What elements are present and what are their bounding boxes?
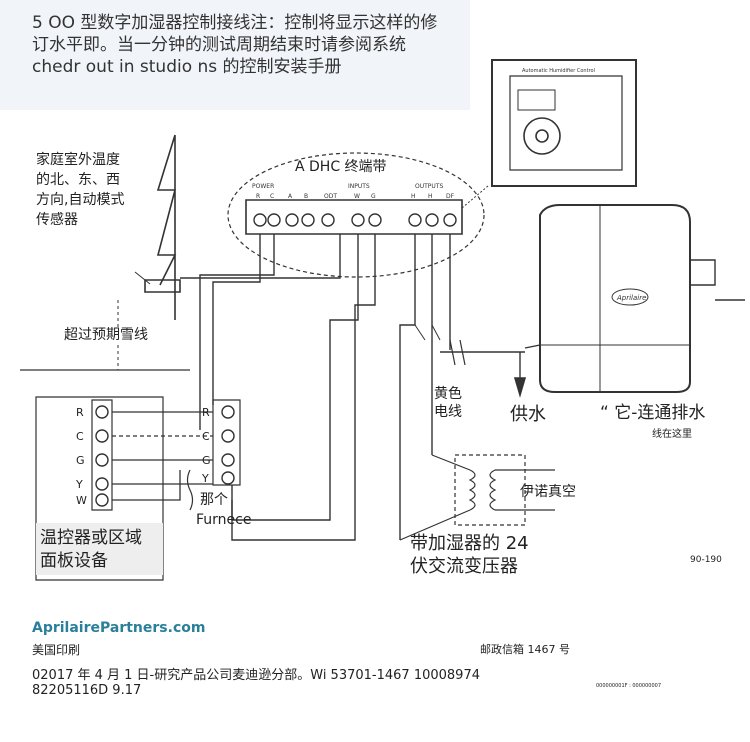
terminal-letter-1: C <box>270 193 274 200</box>
footer-address: 02017 年 4 月 1 日-研究产品公司麦迪逊分部。Wi 53701-146… <box>32 668 480 683</box>
terminal-strip-dashed-oval <box>227 152 485 278</box>
water-supply-label: 供水 <box>510 404 546 425</box>
brand-link[interactable]: AprilairePartners.com <box>32 620 206 636</box>
terminal-screw-4 <box>321 213 335 227</box>
terminal-letter-7: H <box>411 193 416 200</box>
terminal-screw-3 <box>301 213 315 227</box>
which-one-label: 那个 <box>200 492 228 508</box>
drain-label: “ 它-连通排水 <box>600 403 706 423</box>
small-code: 000000001F : 000000007 <box>596 683 661 689</box>
thermostat-screw-g <box>95 453 109 467</box>
wire-r <box>212 234 261 405</box>
thermostat-screw-c <box>95 429 109 443</box>
terminal-letters: R C A B ODT W G H H DF <box>256 193 455 200</box>
humidifier-badge: Aprilaire <box>616 294 646 302</box>
terminal-screw-5 <box>351 213 365 227</box>
control-inset-title: Automatic Humidifier Control <box>522 68 595 74</box>
header-note: 5 OO 型数字加湿器控制接线注：控制将显示这样的修 订水平即。当一分钟的测试周… <box>32 12 437 78</box>
outdoor-sensor <box>144 279 181 293</box>
terminal-letter-6: G <box>371 193 376 200</box>
header-line-3: chedr out in studio ns 的控制安装手册 <box>32 57 342 77</box>
terminal-screw-8 <box>425 213 439 227</box>
furnace-screw-c <box>221 429 235 443</box>
vacuum-label: 伊诺真空 <box>520 484 576 500</box>
wire-odt <box>180 234 341 279</box>
wire-h1 <box>399 234 416 540</box>
header-line-1: 5 OO 型数字加湿器控制接线注：控制将显示这样的修 <box>32 13 438 33</box>
control-inset-box <box>491 59 637 187</box>
control-knob <box>523 117 561 155</box>
group-inputs: INPUTS <box>348 183 370 190</box>
thermostat-letter-g: G <box>76 454 85 467</box>
terminal-letter-0: R <box>256 193 260 200</box>
furnace-letter-g: G <box>202 454 211 467</box>
furnace-screw-r <box>221 405 235 419</box>
control-inset-panel <box>509 75 623 171</box>
terminal-screw-9 <box>443 213 457 227</box>
drain-note: 线在这里 <box>652 429 692 440</box>
house-outline <box>156 134 177 320</box>
terminal-screw-7 <box>408 213 422 227</box>
terminal-letter-2: A <box>288 193 293 200</box>
furnace-letter-r: R <box>202 406 210 419</box>
terminal-letter-3: B <box>304 193 308 200</box>
outdoor-sensor-label: 家庭室外温度 的北、东、西 方向,自动模式 传感器 <box>36 152 125 228</box>
thermostat-letter-c: C <box>76 430 84 443</box>
part-code: 90-190 <box>690 555 722 565</box>
header-line-2: 订水平即。当一分钟的测试周期结束时请参阅系统 <box>32 35 406 55</box>
terminal-screw-2 <box>285 213 299 227</box>
transformer-dashed <box>454 454 526 526</box>
group-outputs: OUTPUTS <box>415 183 443 190</box>
thermostat-letter-r: R <box>76 406 84 419</box>
terminal-letter-8: H <box>428 193 433 200</box>
group-power: POWER <box>252 183 274 190</box>
humidifier-body <box>539 204 691 393</box>
thermostat-letter-y: Y <box>75 478 83 491</box>
terminal-screw-6 <box>368 213 382 227</box>
wire-c <box>199 234 275 430</box>
furnace-screw-y <box>221 471 235 485</box>
thermostat-screws <box>95 405 109 507</box>
transformer-label: 带加湿器的 24 伏交流变压器 <box>410 533 529 577</box>
furnace-letter-y: Y <box>201 472 209 485</box>
thermostat-label: 温控器或区域 面板设备 <box>36 523 163 575</box>
furnace-label: Furnece <box>196 512 252 528</box>
furnace-terminal-block <box>212 399 241 486</box>
thermostat-box <box>35 396 164 581</box>
furnace-screw-g <box>221 453 235 467</box>
thermostat-letter-w: W <box>76 494 87 507</box>
yellow-wire-label: 黄色 电线 <box>434 386 462 420</box>
snow-line-label: 超过预期雪线 <box>64 327 148 343</box>
terminal-screw-0 <box>253 213 267 227</box>
thermostat-screw-r <box>95 405 109 419</box>
terminal-letter-9: DF <box>446 193 455 200</box>
header-band <box>0 0 470 110</box>
furnace-letter-c: C <box>202 430 210 443</box>
thermostat-screw-y <box>95 477 109 491</box>
terminal-strip-box <box>245 199 463 235</box>
wire-g <box>231 234 376 541</box>
printed-in: 美国印刷 <box>32 643 81 657</box>
terminal-letter-5: W <box>354 193 360 200</box>
thermostat-terminal-block <box>91 399 113 511</box>
terminal-screws <box>253 213 457 227</box>
postal-box: 邮政信箱 1467 号 <box>480 643 570 656</box>
doc-number: 82205116D 9.17 <box>32 683 142 698</box>
thermostat-screw-w <box>95 493 109 507</box>
terminal-strip-label: A DHC 终端带 <box>295 159 387 175</box>
terminal-letter-4: ODT <box>324 193 337 200</box>
furnace-screws <box>221 405 235 485</box>
terminal-screw-1 <box>267 213 281 227</box>
